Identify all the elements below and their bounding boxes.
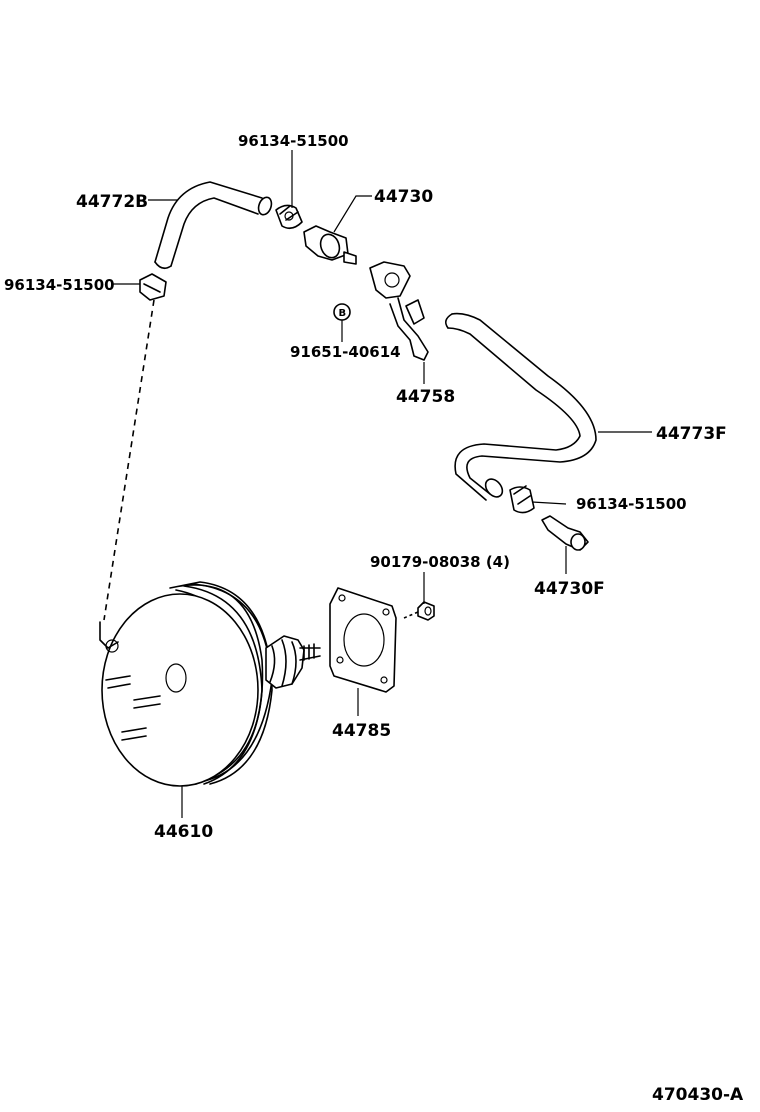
label-clamp-top: 96134-51500 [238, 132, 349, 150]
clamp-top [275, 204, 303, 230]
bracket-44758 [369, 261, 429, 361]
label-gasket: 44785 [332, 721, 391, 741]
hose-route-dashed-line [103, 299, 155, 621]
label-check-valve: 44730 [374, 187, 433, 207]
bolt-b-mark: B [333, 303, 351, 321]
label-bracket: 44758 [396, 387, 455, 407]
bolt-mark-letter: B [339, 308, 347, 319]
clamp-left [139, 273, 167, 301]
label-clamp-left: 96134-51500 [4, 276, 115, 294]
label-nut: 90179-08038 (4) [370, 553, 510, 571]
label-clamp-right: 96134-51500 [576, 495, 687, 513]
check-valve-44730 [303, 225, 357, 265]
figure-code: 470430-A [652, 1085, 744, 1105]
label-bolt-marked: 91651-40614 [290, 343, 401, 361]
brake-booster-44610 [99, 581, 321, 787]
nut-90179 [403, 601, 435, 621]
hose-44773f [444, 312, 597, 501]
clamp-right [509, 485, 535, 514]
label-union: 44730F [534, 579, 605, 599]
hose-44772b [154, 181, 273, 270]
leader-lines [112, 150, 652, 818]
gasket-44785 [329, 587, 397, 693]
label-booster: 44610 [154, 822, 213, 842]
label-hose-44772b: 44772B [76, 192, 148, 212]
union-44730f [541, 515, 589, 551]
label-hose-44773f: 44773F [656, 424, 727, 444]
